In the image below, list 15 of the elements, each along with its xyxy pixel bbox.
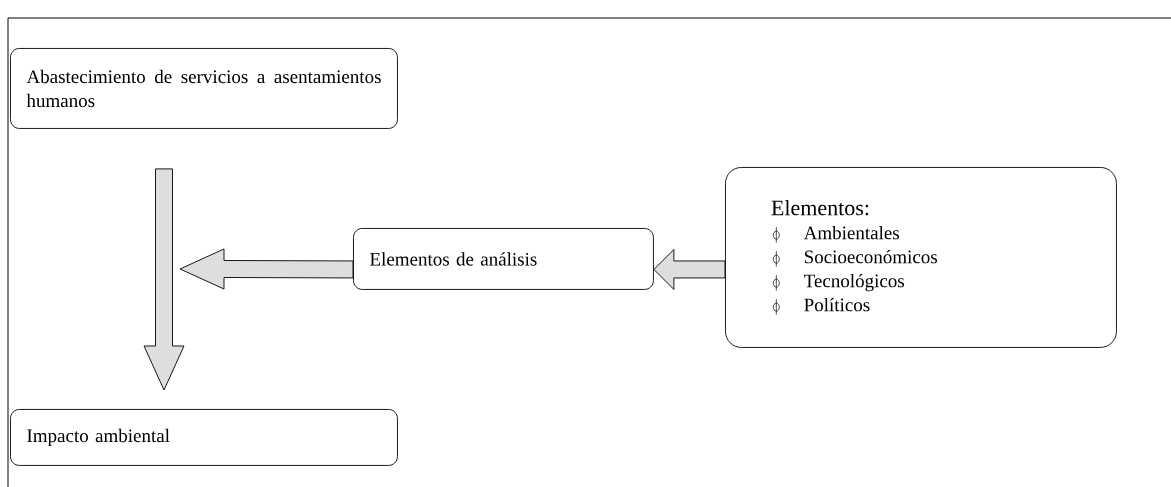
- list-item: Políticos: [804, 297, 870, 312]
- box-text: Abastecimiento de servicios a asentamientos humanos: [26, 69, 381, 108]
- list-item: Ambientales: [803, 226, 899, 240]
- block-arrow: [653, 249, 726, 290]
- rounded-box: [725, 167, 1117, 348]
- rounded-box: [10, 409, 398, 466]
- list-item: Tecnológicos: [804, 273, 905, 292]
- list-item: Socioeconómicos: [804, 249, 937, 264]
- block-arrow: [143, 168, 185, 391]
- rounded-box: [10, 48, 398, 129]
- list-heading: Elementos:: [771, 199, 869, 216]
- box-text: Elementos de análisis: [370, 252, 537, 266]
- box-text: Impacto ambiental: [27, 428, 170, 447]
- rounded-box: [353, 228, 654, 290]
- block-arrow: [179, 248, 354, 290]
